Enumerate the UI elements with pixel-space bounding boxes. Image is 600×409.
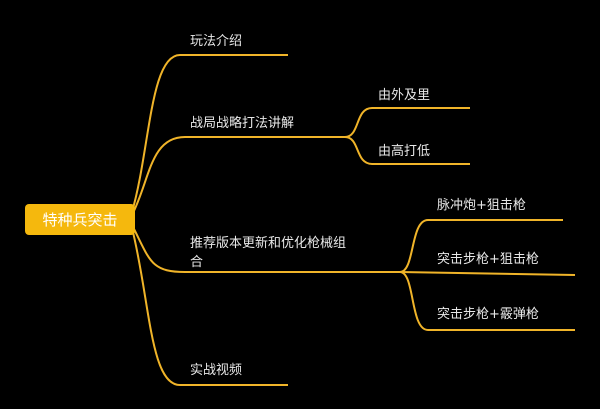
branch-gameplay-intro[interactable]: 玩法介绍 — [190, 34, 243, 49]
connector-root-branch4 — [131, 227, 288, 386]
connector-root-branch1 — [131, 54, 288, 213]
branch-weapon-line2: 合 — [190, 255, 204, 270]
child-high-to-low[interactable]: 由高打低 — [378, 144, 431, 159]
connector-root-branch3 — [131, 224, 400, 273]
child-rifle-sniper[interactable]: 突击步枪+狙击枪 — [437, 252, 539, 267]
branch-weapon-line1: 推荐版本更新和优化枪械组 — [190, 236, 347, 251]
connector-b3-c1 — [399, 219, 563, 273]
connector-b2-c2 — [344, 136, 470, 165]
root-node[interactable]: 特种兵突击 — [25, 204, 135, 235]
branch-combat-video[interactable]: 实战视频 — [190, 363, 243, 378]
child-pulse-sniper[interactable]: 脉冲炮+狙击枪 — [437, 198, 526, 213]
branch-strategy[interactable]: 战局战略打法讲解 — [190, 116, 295, 131]
branch-weapon-recommend[interactable]: 推荐版本更新和优化枪械组 合 — [190, 234, 346, 272]
child-rifle-shotgun[interactable]: 突击步枪+霰弹枪 — [437, 307, 539, 322]
root-label: 特种兵突击 — [42, 211, 118, 229]
connector-b3-c3 — [399, 271, 575, 331]
connector-root-branch2 — [131, 136, 345, 216]
connector-b3-c2 — [399, 271, 576, 276]
child-outside-in[interactable]: 由外及里 — [378, 88, 431, 103]
connector-b2-c1 — [344, 107, 470, 138]
